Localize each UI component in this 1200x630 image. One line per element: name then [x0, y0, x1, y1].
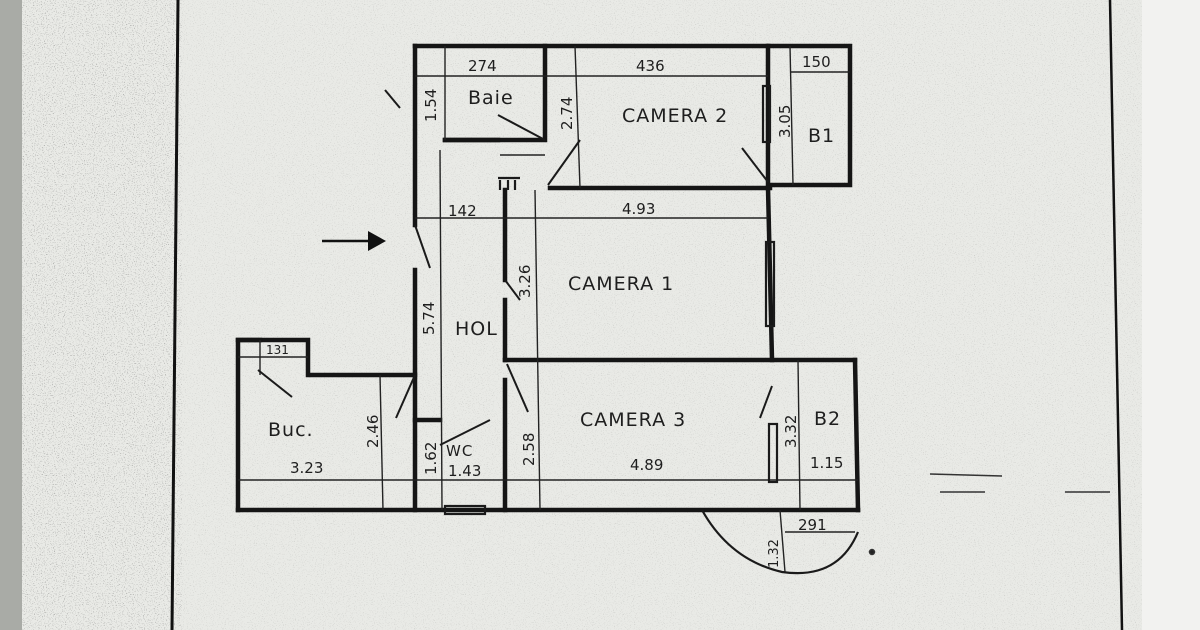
room-label-buc: Buc. [268, 419, 314, 441]
dim-274: 274 [468, 57, 497, 75]
entry-arrow-icon [322, 231, 386, 251]
dim-2-46: 2.46 [364, 415, 382, 448]
page-border-right [1108, 0, 1124, 630]
dim-2-74: 2.74 [558, 97, 576, 130]
room-label-baie: Baie [468, 87, 514, 109]
dim-3-32: 3.32 [782, 415, 800, 448]
dim-1-62: 1.62 [422, 442, 440, 475]
dim-3-05: 3.05 [776, 105, 794, 138]
dim-4-89: 4.89 [630, 456, 663, 474]
room-label-b1: B1 [808, 125, 835, 147]
dimension-labels: 274 436 150 1.54 2.74 3.05 142 4.93 3.26… [266, 53, 843, 568]
dim-150: 150 [802, 53, 831, 71]
page-border-left [170, 0, 180, 630]
windows [443, 84, 779, 516]
dim-436: 436 [636, 57, 665, 75]
room-label-hol: HOL [455, 318, 498, 340]
dim-1-43: 1.43 [448, 462, 481, 480]
dim-3-26: 3.26 [516, 265, 534, 298]
door-swings [257, 89, 773, 446]
dim-131: 131 [266, 343, 289, 357]
dim-1-54: 1.54 [422, 89, 440, 122]
dim-1-15: 1.15 [810, 454, 843, 472]
dim-291: 291 [798, 516, 827, 534]
scan-marks [868, 473, 1110, 556]
dim-2-58: 2.58 [520, 433, 538, 466]
right-edge-shadow [1142, 0, 1200, 630]
inner-lines [238, 45, 858, 573]
room-label-b2: B2 [814, 408, 841, 430]
dim-1-32: 1.32 [767, 539, 782, 568]
balcony-arc [701, 509, 860, 575]
walls [235, 43, 861, 513]
left-edge-shadow [0, 0, 22, 630]
dim-4-93: 4.93 [622, 200, 655, 218]
paper-grain [22, 0, 1142, 630]
dim-3-23: 3.23 [290, 459, 323, 477]
room-label-camera-2: CAMERA 2 [622, 105, 728, 127]
room-label-camera-1: CAMERA 1 [568, 273, 674, 295]
room-label-wc: WC [446, 442, 473, 460]
room-labels: Baie CAMERA 2 B1 CAMERA 1 HOL Buc. WC CA… [268, 87, 841, 460]
room-label-camera-3: CAMERA 3 [580, 409, 686, 431]
dim-5-74: 5.74 [420, 302, 438, 335]
dim-142: 142 [448, 202, 477, 220]
